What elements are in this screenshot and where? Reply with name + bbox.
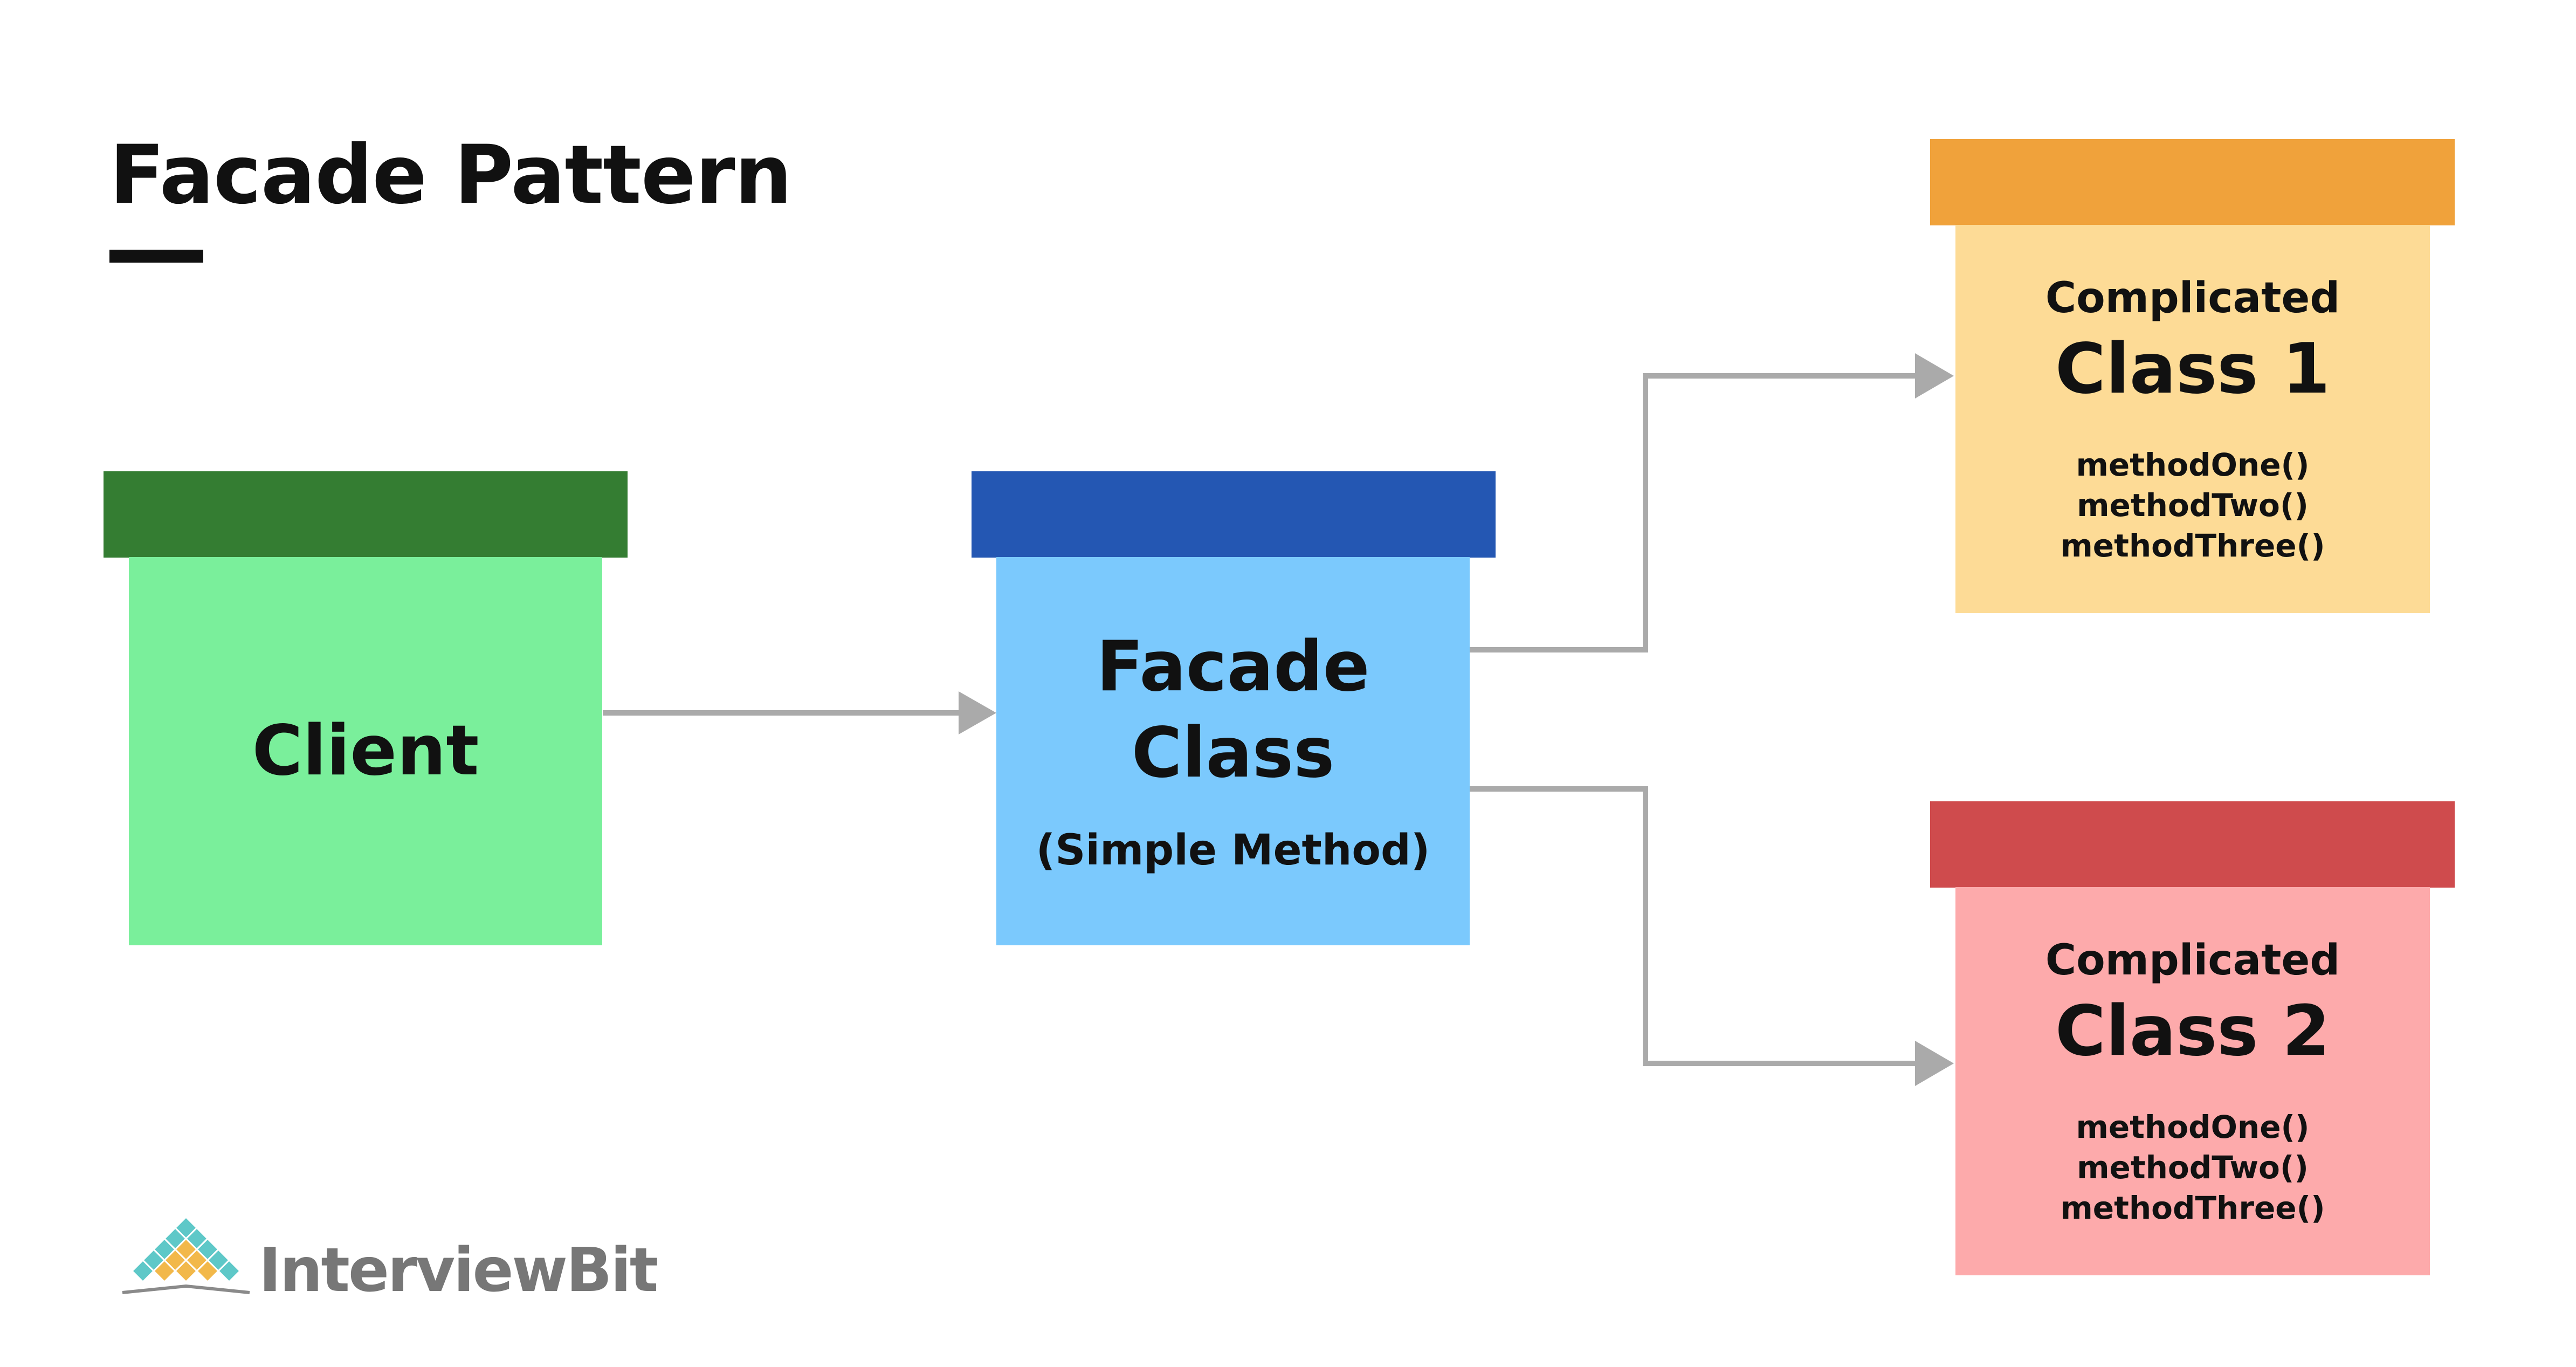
class1-method: methodTwo() — [2077, 487, 2309, 524]
class1-prefix: Complicated — [2045, 274, 2340, 323]
class2-method: methodThree() — [2060, 1190, 2325, 1227]
facade-subtitle: (Simple Method) — [1036, 826, 1430, 875]
arrowhead-facade — [959, 691, 996, 734]
client-box: Client — [129, 557, 602, 945]
class1-header-bar — [1930, 139, 2455, 225]
class1-name: Class 1 — [2055, 328, 2331, 409]
client-label: Client — [252, 711, 479, 791]
arrow-facade-to-class2 — [1469, 786, 1917, 1066]
facade-header-bar — [972, 471, 1496, 558]
class2-method: methodTwo() — [2077, 1149, 2309, 1186]
class2-name: Class 2 — [2055, 991, 2331, 1071]
complicated-class1-box: Complicated Class 1 methodOne() methodTw… — [1955, 225, 2430, 613]
class2-method-list: methodOne() methodTwo() methodThree() — [2060, 1107, 2325, 1229]
complicated-class2-box: Complicated Class 2 methodOne() methodTw… — [1955, 887, 2430, 1275]
title-underline — [109, 250, 203, 263]
class2-method: methodOne() — [2076, 1108, 2310, 1145]
class1-method: methodThree() — [2060, 527, 2325, 565]
brand-name: InterviewBit — [259, 1235, 658, 1306]
arrow-facade-to-class1 — [1469, 373, 1917, 652]
facade-class-box: Facade Class (Simple Method) — [996, 557, 1470, 945]
class2-prefix: Complicated — [2045, 936, 2340, 985]
client-header-bar — [104, 471, 628, 558]
page-title: Facade Pattern — [109, 128, 792, 222]
arrowhead-class1 — [1915, 353, 1954, 399]
interviewbit-logo-icon — [122, 1216, 250, 1294]
class1-method: methodOne() — [2076, 446, 2310, 483]
class1-method-list: methodOne() methodTwo() methodThree() — [2060, 445, 2325, 567]
facade-title-line2: Class — [1131, 713, 1335, 794]
facade-title-line1: Facade — [1096, 627, 1370, 707]
class2-header-bar — [1930, 801, 2455, 888]
arrowhead-class2 — [1915, 1041, 1954, 1086]
